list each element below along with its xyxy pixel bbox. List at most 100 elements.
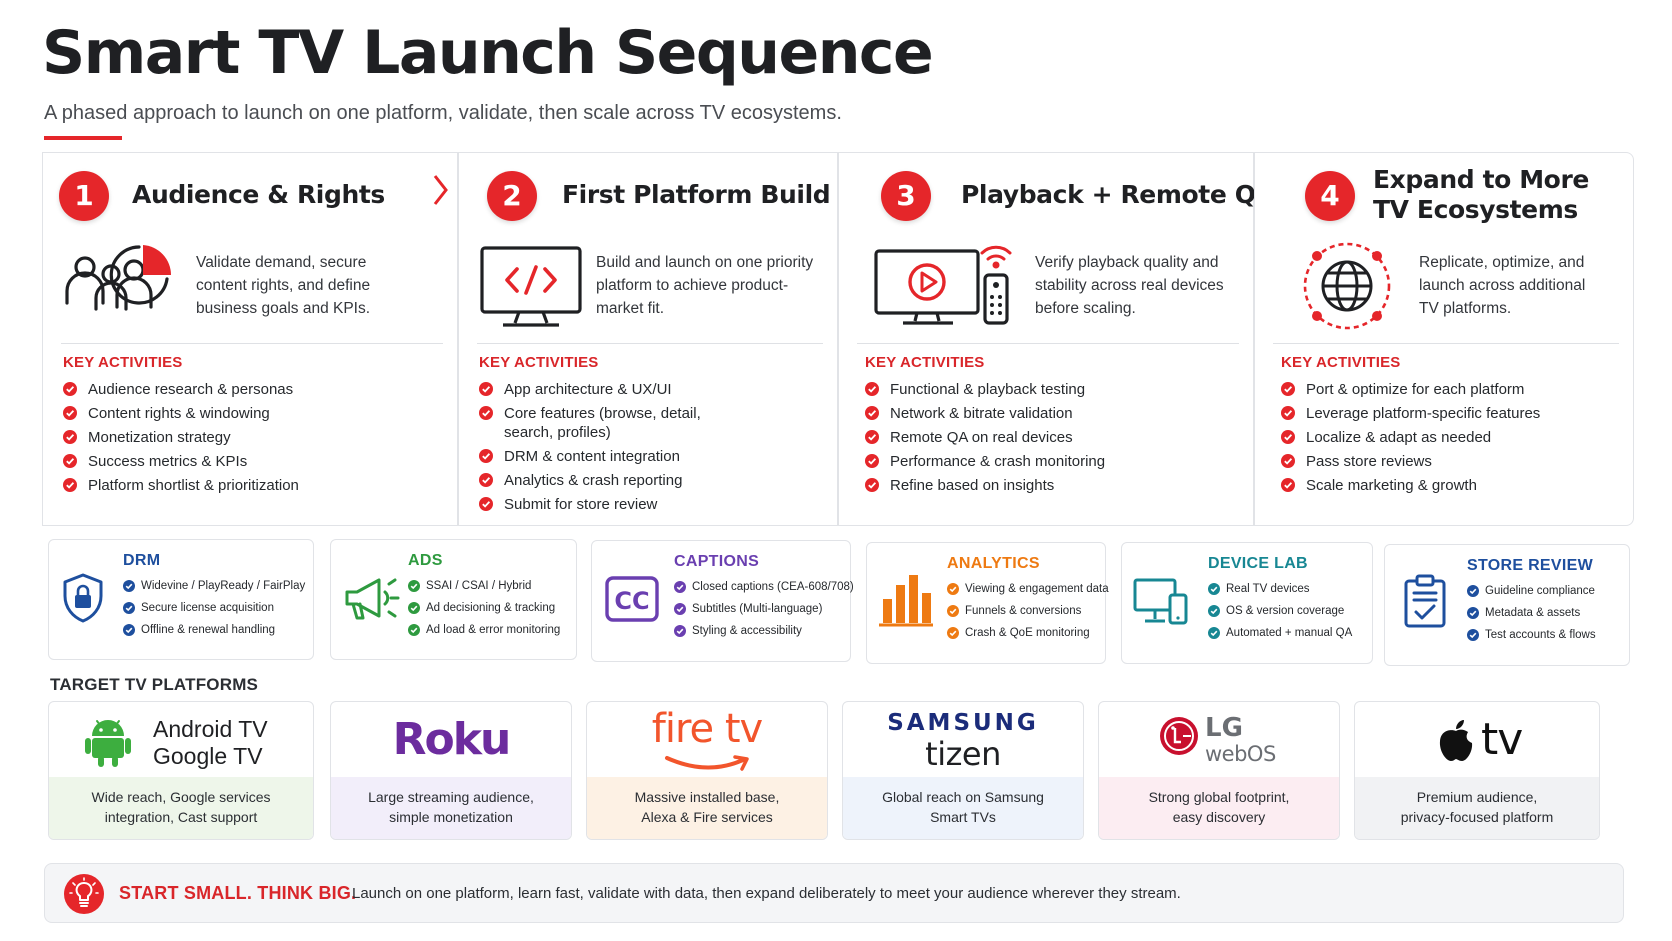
check-icon xyxy=(1467,607,1479,619)
check-icon xyxy=(408,624,420,636)
check-icon xyxy=(865,430,879,444)
check-icon xyxy=(674,625,686,637)
lightbulb-icon xyxy=(64,874,104,914)
roku-logo: Roku xyxy=(392,714,512,765)
capability-title: STORE REVIEW xyxy=(1467,557,1593,574)
list-item: Platform shortlist & prioritization xyxy=(63,476,443,495)
list-item: Funnels & conversions xyxy=(947,603,1109,619)
phase-number-badge: 3 xyxy=(881,171,931,221)
list-item: Submit for store review xyxy=(479,495,729,514)
phase-card-2: 2 First Platform Build Build and launch … xyxy=(458,152,838,526)
check-icon xyxy=(1208,605,1220,617)
check-icon xyxy=(1281,478,1295,492)
phase-card-3: 3 Playback + Remote QA Verify playback q… xyxy=(838,152,1275,526)
list-item: Real TV devices xyxy=(1208,581,1352,597)
key-activities-list: Port & optimize for each platform Levera… xyxy=(1281,380,1621,500)
capability-list: Guideline compliance Metadata & assets T… xyxy=(1467,583,1596,649)
capability-list: SSAI / CSAI / Hybrid Ad decisioning & tr… xyxy=(408,578,560,644)
capability-card-ads: ADS SSAI / CSAI / Hybrid Ad decisioning … xyxy=(330,539,577,660)
list-item: Viewing & engagement data xyxy=(947,581,1109,597)
phase-description: Verify playback quality and stability ac… xyxy=(1035,254,1224,317)
phase-description: Replicate, optimize, and launch across a… xyxy=(1419,254,1586,317)
platform-card-apple-tv: tv Premium audience, privacy-focused pla… xyxy=(1354,701,1600,840)
check-icon xyxy=(865,382,879,396)
section-heading: TARGET TV PLATFORMS xyxy=(50,675,259,694)
list-item: Port & optimize for each platform xyxy=(1281,380,1621,399)
lg-webos-logo: LG webOS xyxy=(1205,713,1276,766)
key-activities-label: KEY ACTIVITIES xyxy=(63,354,183,371)
list-item: Core features (browse, detail, search, p… xyxy=(479,404,729,442)
phase-description: Build and launch on one priority platfor… xyxy=(596,254,814,317)
list-item: Test accounts & flows xyxy=(1467,627,1596,643)
key-activities-label: KEY ACTIVITIES xyxy=(479,354,599,371)
platform-name: Android TV Google TV xyxy=(153,716,268,769)
capability-card-analytics: ANALYTICS Viewing & engagement data Funn… xyxy=(866,542,1109,664)
list-item: Guideline compliance xyxy=(1467,583,1596,599)
platform-logo: Android TV Google TV xyxy=(49,702,313,779)
check-icon xyxy=(123,580,135,592)
phase-card-4: 4 Expand to More TV Ecosystems Replicate… xyxy=(1254,152,1634,526)
list-item: Widevine / PlayReady / FairPlay xyxy=(123,578,305,594)
capability-title: DEVICE LAB xyxy=(1208,555,1308,572)
platform-description: Massive installed base, Alexa & Fire ser… xyxy=(587,777,827,839)
capability-title: ANALYTICS xyxy=(947,555,1040,572)
check-icon xyxy=(479,382,493,396)
check-icon xyxy=(1281,382,1295,396)
check-icon xyxy=(408,602,420,614)
tv-remote-icon xyxy=(874,245,1012,325)
list-item: Audience research & personas xyxy=(63,380,443,399)
platform-card-android-tv: Android TV Google TV Wide reach, Google … xyxy=(48,701,314,840)
list-item: App architecture & UX/UI xyxy=(479,380,729,399)
samsung-tizen-logo: SAMSUNG tizen xyxy=(887,710,1039,773)
platform-description: Premium audience, privacy-focused platfo… xyxy=(1355,777,1599,839)
check-icon xyxy=(63,478,77,492)
shield-lock-icon xyxy=(63,573,103,623)
phase-number-badge: 2 xyxy=(487,171,537,221)
platform-logo: Roku xyxy=(331,702,571,779)
check-icon xyxy=(408,580,420,592)
platform-card-roku: Roku Large streaming audience, simple mo… xyxy=(330,701,572,840)
platform-logo: LG webOS xyxy=(1099,702,1339,779)
list-item: Leverage platform-specific features xyxy=(1281,404,1621,423)
list-item: Subtitles (Multi-language) xyxy=(674,601,854,617)
capability-title: ADS xyxy=(408,552,443,569)
list-item: Localize & adapt as needed xyxy=(1281,428,1621,447)
check-icon xyxy=(865,478,879,492)
list-item: Functional & playback testing xyxy=(865,380,1245,399)
bar-chart-icon xyxy=(879,575,933,627)
platform-card-lg-webos: LG webOS Strong global footprint, easy d… xyxy=(1098,701,1340,840)
check-icon xyxy=(479,497,493,511)
list-item: DRM & content integration xyxy=(479,447,729,466)
phase-divider xyxy=(61,343,443,344)
list-item: Performance & crash monitoring xyxy=(865,452,1245,471)
page-subtitle: A phased approach to launch on one platf… xyxy=(44,102,842,124)
list-item: Offline & renewal handling xyxy=(123,622,305,638)
list-item: Scale marketing & growth xyxy=(1281,476,1621,495)
phase-title: Playback + Remote QA xyxy=(961,180,1275,209)
check-icon xyxy=(63,430,77,444)
check-icon xyxy=(1281,454,1295,468)
check-icon xyxy=(1208,583,1220,595)
megaphone-icon xyxy=(345,578,400,620)
lg-logo-icon xyxy=(1160,717,1198,755)
platform-logo: SAMSUNG tizen xyxy=(843,702,1083,779)
list-item: Analytics & crash reporting xyxy=(479,471,729,490)
apple-tv-logo: tv xyxy=(1481,714,1523,765)
capability-title: CAPTIONS xyxy=(674,553,760,570)
list-item: Refine based on insights xyxy=(865,476,1245,495)
capability-list: Viewing & engagement data Funnels & conv… xyxy=(947,581,1109,647)
capability-list: Closed captions (CEA-608/708) Subtitles … xyxy=(674,579,854,645)
phase-divider xyxy=(477,343,823,344)
list-item: Automated + manual QA xyxy=(1208,625,1352,641)
check-icon xyxy=(1467,629,1479,641)
list-item: Remote QA on real devices xyxy=(865,428,1245,447)
smile-arrow-icon xyxy=(665,755,749,771)
svg-text:CC: CC xyxy=(614,587,649,615)
list-item: Network & bitrate validation xyxy=(865,404,1245,423)
closed-caption-icon: CC xyxy=(605,576,659,622)
phase-number-badge: 1 xyxy=(59,171,109,221)
key-activities-list: Functional & playback testing Network & … xyxy=(865,380,1245,500)
capability-list: Real TV devices OS & version coverage Au… xyxy=(1208,581,1352,647)
platform-description: Global reach on Samsung Smart TVs xyxy=(843,777,1083,839)
list-item: Pass store reviews xyxy=(1281,452,1621,471)
